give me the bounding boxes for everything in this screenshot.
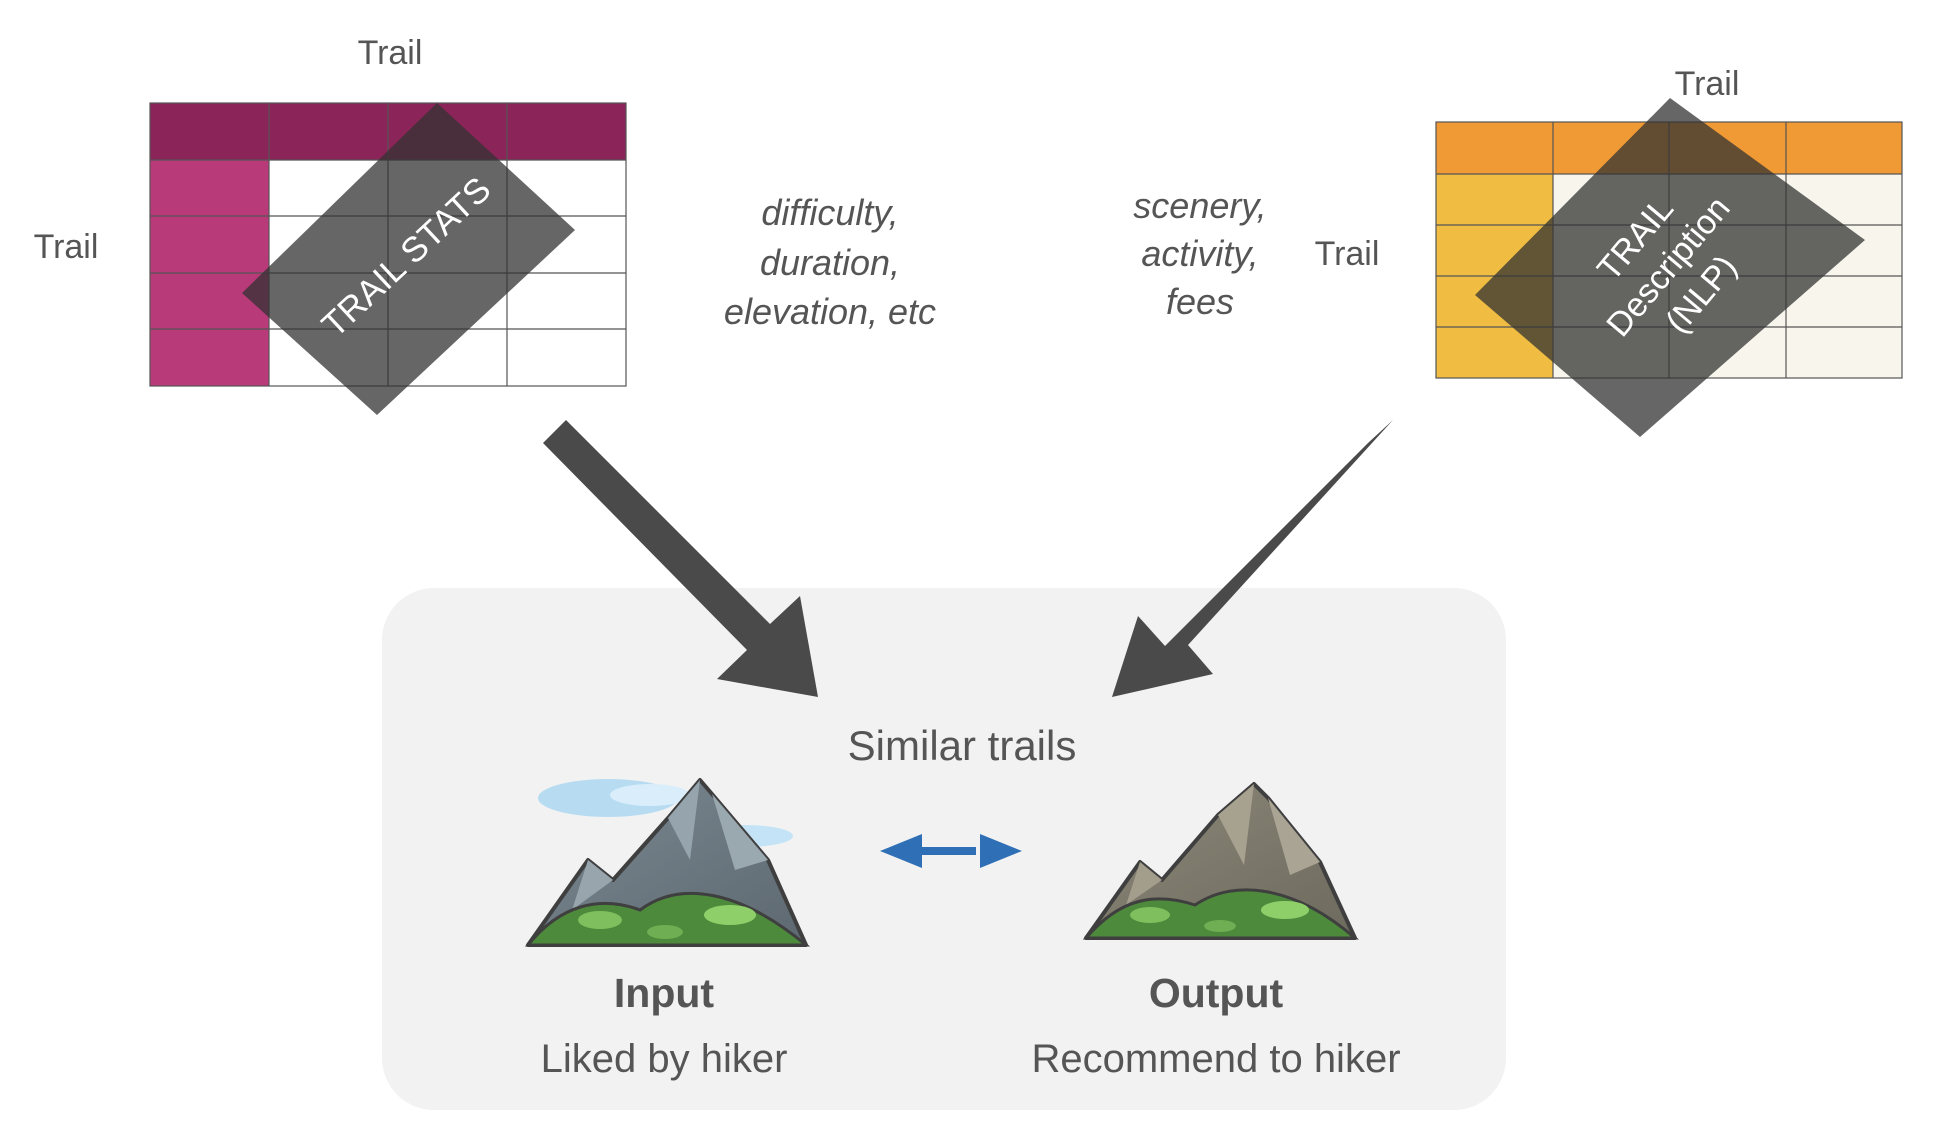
stats-overlay-diamond (242, 103, 575, 415)
stats-table-left-label: Trail (34, 228, 99, 266)
stats-flow-arrow (543, 420, 818, 697)
description-table-group: Trail Trail TRAIL Description (NLP) (1315, 65, 1903, 437)
output-heading: Output (1149, 970, 1284, 1016)
stats-table-top-label: Trail (358, 34, 423, 72)
mountain-icon (1082, 782, 1360, 940)
stats-table: TRAIL STATS (149, 102, 627, 415)
description-feature-line: activity, (1141, 233, 1258, 274)
output-caption: Recommend to hiker (1031, 1037, 1400, 1081)
double-arrow-icon (880, 834, 1022, 868)
stats-feature-line: elevation, etc (724, 291, 936, 332)
stats-feature-line: duration, (760, 242, 900, 283)
stats-features: difficulty, duration, elevation, etc (724, 192, 936, 332)
input-caption: Liked by hiker (541, 1037, 788, 1081)
stats-feature-line: difficulty, (761, 192, 898, 233)
description-feature-line: fees (1166, 281, 1234, 322)
description-features: scenery, activity, fees (1133, 185, 1266, 322)
description-table-left-label: Trail (1315, 235, 1380, 273)
stats-table-group: Trail Trail TRAIL STATS (34, 34, 627, 415)
description-flow-arrow (1112, 420, 1393, 697)
mountain-icon (524, 778, 811, 947)
description-feature-line: scenery, (1133, 185, 1266, 226)
description-table: TRAIL Description (NLP) (1435, 98, 1903, 437)
input-heading: Input (614, 970, 715, 1016)
panel-title: Similar trails (848, 722, 1077, 769)
description-overlay-diamond (1475, 98, 1865, 437)
description-table-top-label: Trail (1675, 65, 1740, 103)
